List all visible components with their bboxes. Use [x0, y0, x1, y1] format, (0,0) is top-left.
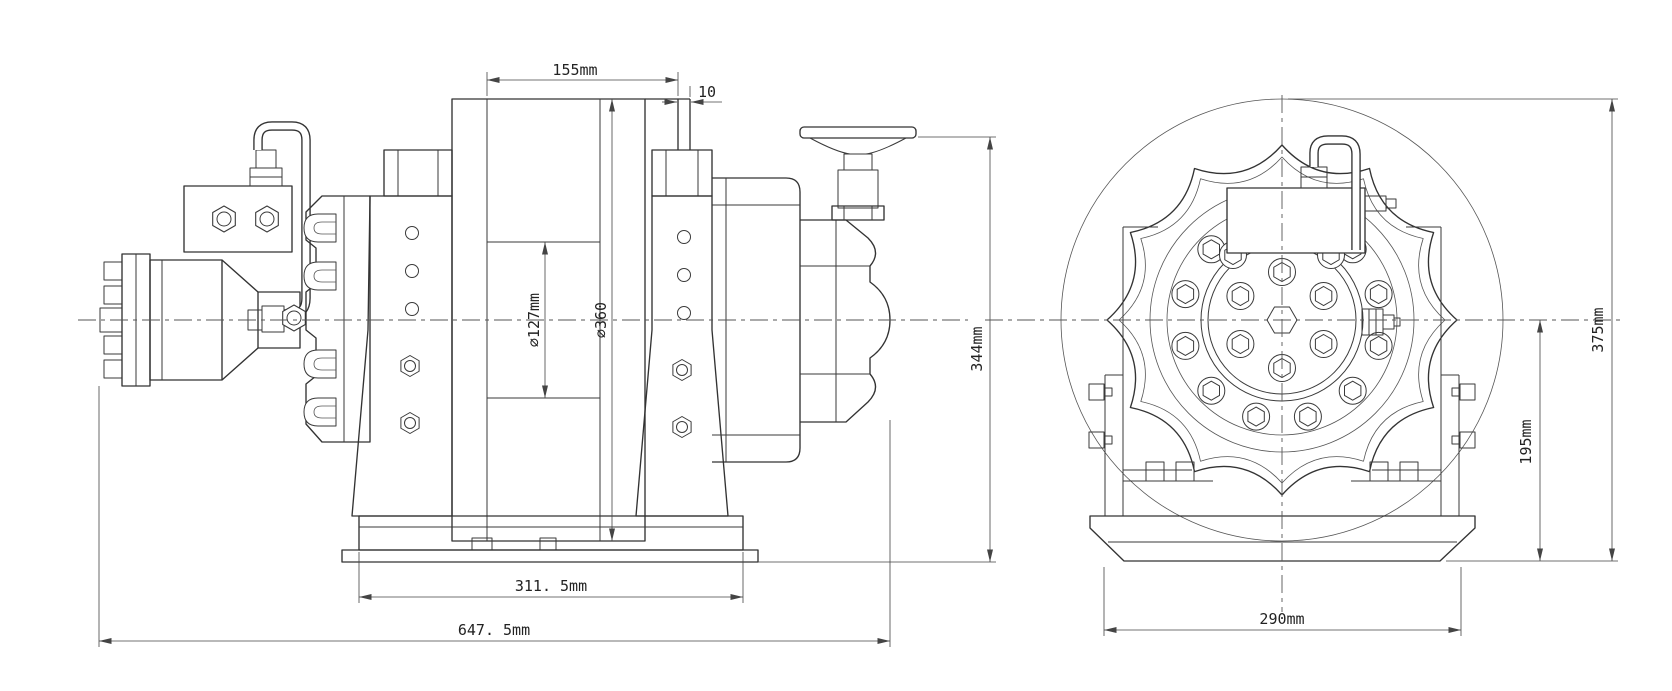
- bolt: [1364, 331, 1393, 360]
- hex-bolt: [672, 416, 692, 438]
- bolt: [1309, 330, 1338, 358]
- bolt: [1197, 376, 1226, 405]
- bolt: [1171, 280, 1200, 309]
- dim-base-width: 290mm: [1259, 610, 1304, 628]
- front-dimensions: 375mm 195mm 290mm: [1103, 98, 1618, 636]
- bolt: [1242, 402, 1271, 431]
- dim-overall-length: 647. 5mm: [458, 621, 530, 639]
- valve-block-front: [1226, 166, 1397, 254]
- grease-fitting: [1361, 308, 1401, 336]
- mounting-base-side: [341, 515, 759, 563]
- clutch-handwheel: [799, 126, 917, 221]
- bolt: [1226, 282, 1255, 310]
- dim-flange-thickness: 10: [698, 83, 716, 101]
- front-view: 375mm 195mm 290mm: [985, 95, 1622, 636]
- hex-nut: [212, 205, 236, 233]
- dim-drum-diameter: ⌀127mm: [525, 293, 543, 347]
- hex-bolt: [400, 355, 420, 377]
- dim-axis-height: 195mm: [1517, 419, 1535, 464]
- hex-bolt: [400, 412, 420, 434]
- side-view: 155mm 10 ⌀127mm ⌀360 344mm 311. 5mm 647.…: [78, 61, 996, 647]
- dim-drum-length: 155mm: [552, 61, 597, 79]
- front-centerlines: [985, 95, 1622, 612]
- mounting-base-front: [1089, 515, 1476, 562]
- bracket-right: [1406, 226, 1476, 516]
- bolt: [1338, 376, 1367, 405]
- pipe-front: [1309, 135, 1361, 250]
- tie-rails: [1123, 461, 1441, 482]
- bolt: [1293, 402, 1322, 431]
- bolt: [1309, 282, 1338, 310]
- hex-nut: [255, 205, 279, 233]
- pipe-elbow-fitting: [247, 304, 306, 333]
- drum-support-left: [351, 149, 453, 517]
- dim-flange-diameter: ⌀360: [592, 302, 610, 338]
- motor-valve-block: [183, 149, 293, 253]
- side-dimensions: 155mm 10 ⌀127mm ⌀360 344mm 311. 5mm 647.…: [98, 61, 996, 647]
- hydraulic-pipe: [247, 121, 311, 333]
- clutch-housing: [303, 195, 371, 443]
- bolt: [1171, 331, 1200, 360]
- dim-overall-height-side: 344mm: [968, 326, 986, 371]
- bolt: [1226, 330, 1255, 358]
- bracket-left: [1088, 226, 1158, 516]
- dim-base-length: 311. 5mm: [515, 577, 587, 595]
- hex-bolt: [672, 359, 692, 381]
- bolt: [1364, 280, 1393, 309]
- dim-overall-height-front: 375mm: [1589, 307, 1607, 352]
